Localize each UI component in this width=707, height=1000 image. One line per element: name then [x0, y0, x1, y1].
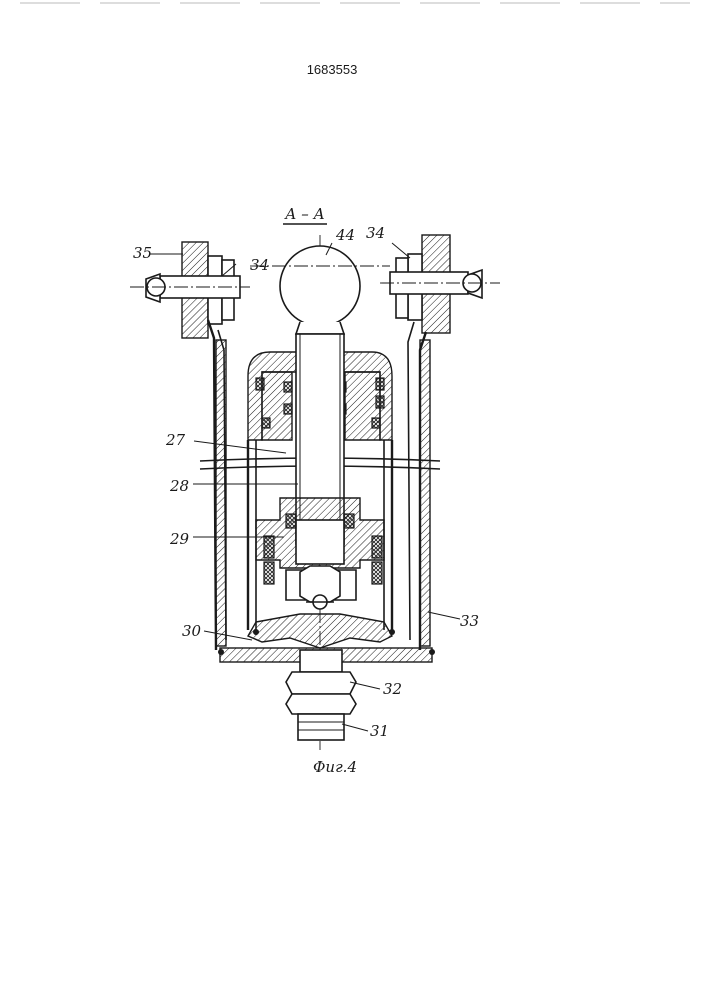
- section-label: А – А: [284, 205, 325, 223]
- lock-nut-1: [286, 672, 356, 694]
- seal-3: [284, 382, 292, 392]
- ball-neck: [296, 322, 344, 334]
- ball-head: [280, 246, 360, 326]
- piston-seal-1: [286, 514, 296, 528]
- diaphragm-weld-left: [253, 629, 259, 635]
- threaded-end: [298, 714, 344, 740]
- piston-seal-5: [264, 562, 274, 584]
- label-35: 35: [133, 244, 152, 262]
- outer-wall-left: [216, 340, 226, 646]
- seal-7: [262, 418, 270, 428]
- leader-33: [428, 612, 460, 619]
- bottom-fitting: [286, 650, 356, 740]
- label-29: 29: [169, 530, 190, 548]
- weld-right: [429, 649, 435, 655]
- leader-30: [204, 631, 252, 640]
- label-32: 32: [383, 680, 402, 698]
- label-34-right: 34: [366, 224, 385, 242]
- lock-nut-2: [286, 694, 356, 714]
- piston-seal-4: [372, 536, 382, 558]
- bottom-diaphragm: [248, 614, 395, 648]
- piston-bore: [296, 520, 344, 564]
- piston-seal-6: [372, 562, 382, 584]
- leader-31: [342, 724, 368, 731]
- seal-9: [376, 396, 384, 408]
- label-27: 27: [165, 431, 186, 449]
- label-33: 33: [460, 612, 479, 630]
- patent-number: 1683553: [307, 62, 358, 77]
- label-31: 31: [370, 722, 389, 740]
- seal-8: [372, 418, 380, 428]
- lower-piston: [256, 498, 384, 609]
- outer-wall-right: [420, 340, 430, 646]
- piston-seal-2: [344, 514, 354, 528]
- weld-left: [218, 649, 224, 655]
- leader-27: [194, 441, 286, 453]
- right-strap-inner: [408, 322, 414, 640]
- leader-34-right: [392, 243, 410, 258]
- label-30: 30: [182, 622, 202, 640]
- seal-5: [284, 404, 292, 414]
- left-strap: [208, 320, 216, 650]
- figure-caption: Фиг.4: [313, 758, 357, 776]
- right-mount-assembly: [380, 235, 500, 650]
- label-28: 28: [169, 477, 189, 495]
- seal-1: [256, 378, 264, 390]
- right-bushing: [345, 372, 380, 440]
- label-34-left: 34: [250, 256, 269, 274]
- seal-2: [376, 378, 384, 390]
- diaphragm: [248, 614, 392, 648]
- piston-seal-3: [264, 536, 274, 558]
- fitting-neck: [300, 650, 342, 672]
- label-44: 44: [335, 226, 355, 244]
- diaphragm-weld-right: [389, 629, 395, 635]
